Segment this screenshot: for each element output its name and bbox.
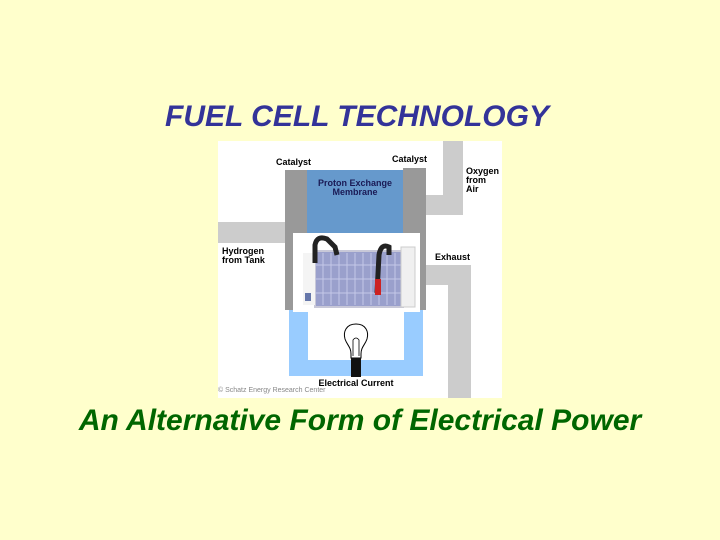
slide-title: FUEL CELL TECHNOLOGY: [165, 100, 549, 133]
fuel-cell-diagram: Catalyst Catalyst Proton Exchange Membra…: [218, 141, 502, 398]
copyright-credit: © Schatz Energy Research Center: [218, 387, 326, 394]
fuel-cell-photo-icon: [293, 233, 420, 312]
proton-exchange-membrane: [307, 170, 403, 234]
catalyst-left-label: Catalyst: [276, 157, 312, 167]
slide-subtitle: An Alternative Form of Electrical Power: [78, 404, 642, 437]
membrane-label-line2: Membrane: [332, 187, 378, 197]
hydrogen-label-line2: from Tank: [222, 255, 265, 265]
exhaust-label: Exhaust: [435, 252, 471, 262]
electrical-current-label: Electrical Current: [318, 378, 394, 388]
oxygen-label-line1: Oxygen: [466, 166, 500, 176]
membrane-label-line1: Proton Exchange: [317, 178, 392, 188]
fuel-cell-photo: [293, 233, 420, 312]
oxygen-label-line3: Air: [466, 184, 479, 194]
oxygen-label-line2: from: [466, 175, 486, 185]
hydrogen-pipe: [218, 222, 285, 243]
light-bulb-icon: [343, 323, 369, 377]
exhaust-pipe-vertical: [448, 265, 471, 398]
oxygen-pipe-horizontal: [426, 195, 463, 215]
hydrogen-label-line1: Hydrogen: [222, 246, 265, 256]
catalyst-right-label: Catalyst: [392, 154, 428, 164]
